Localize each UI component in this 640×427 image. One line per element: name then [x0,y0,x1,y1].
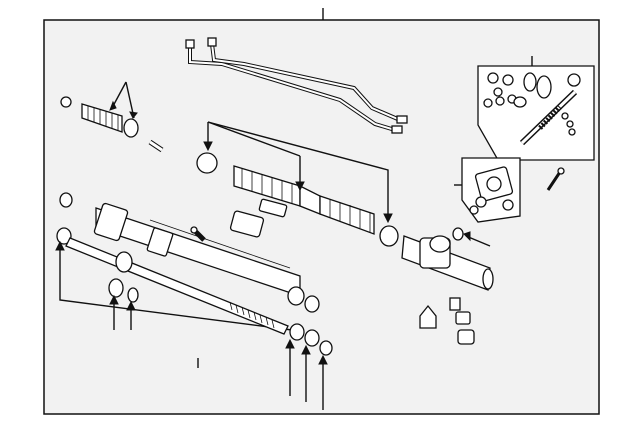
mounting-brackets [229,198,288,238]
center-boots [196,121,399,247]
left-end-parts [55,192,293,331]
rack-housing [93,202,320,313]
o-ring-set [483,72,581,136]
pinion-shaft [519,89,578,146]
valve-body-box [454,157,521,223]
rack-bar [65,237,289,335]
fluid-feed-lines [185,37,408,134]
gear-housing [401,227,494,291]
seal-kit-box [477,56,595,161]
mounting-bolt [546,167,565,191]
right-end-parts [197,323,333,410]
left-boot [60,81,164,153]
adjuster-parts [419,297,475,345]
